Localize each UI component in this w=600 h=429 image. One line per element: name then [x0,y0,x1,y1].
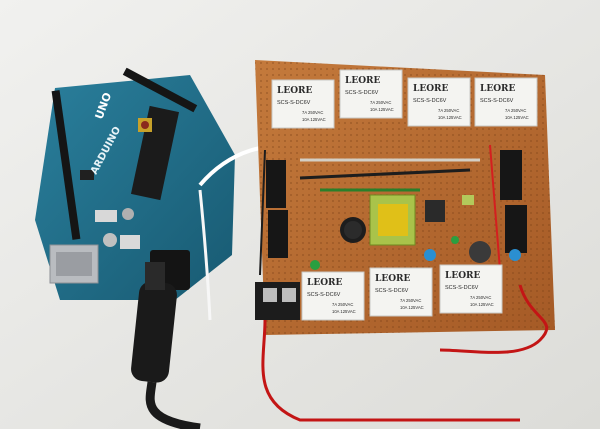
relay-model-label: SCS-S-DC6V [445,285,479,291]
relay-model-label: SCS-S-DC6V [307,292,341,298]
relay-brand-label: LEORE [307,278,343,288]
relay-model-label: SCS-S-DC6V [413,98,447,104]
relay-module: LEORE SCS-S-DC6V 7A 250VAC 10A 125VAC [474,77,538,127]
arduino-atmega-chip [130,105,180,201]
relay-model-label: SCS-S-DC6V [277,100,311,106]
relay-spec-label: 7A 250VAC [302,110,323,115]
red-wire [261,319,520,422]
driver-ic-2 [268,210,288,258]
relay-brand-label: LEORE [375,274,411,284]
relay-spec-label: 7A 250VAC [332,302,353,307]
relay-spec-label: 10A 125VAC [438,115,462,120]
relay-spec-label: 7A 250VAC [400,298,421,303]
relay-modules: LEORE SCS-S-DC6V 7A 250VAC 10A 125VAC LEORE S… [271,69,538,321]
relay-spec-label: 10A 125VAC [505,115,529,120]
relay-module: LEORE SCS-S-DC6V 7A 250VAC 10A 125VAC [301,271,365,321]
relay-model-label: SCS-S-DC6V [375,288,409,294]
power-cable [145,381,201,429]
relay-module: LEORE SCS-S-DC6V 7A 250VAC 10A 125VAC [369,267,433,317]
red-wire-2 [439,284,549,354]
relay-spec-label: 10A 125VAC [332,309,356,314]
relay-module: LEORE SCS-S-DC6V 7A 250VAC 10A 125VAC [439,264,503,314]
electrolytic-capacitor-2 [469,241,491,263]
arduino-board: UNO ARDUINO [35,67,235,300]
relay-module: LEORE SCS-S-DC6V 7A 250VAC 10A 125VAC [271,79,335,129]
screw-terminal [255,282,300,320]
arduino-digital-header [51,90,81,240]
driver-ic-4 [505,205,527,253]
relay-model-label: SCS-S-DC6V [345,90,379,96]
driver-ic-3 [500,150,522,200]
relay-spec-label: 7A 250VAC [438,108,459,113]
relay-spec-label: 10A 125VAC [470,302,494,307]
relay-brand-label: LEORE [445,271,481,281]
relay-spec-label: 10A 125VAC [400,305,424,310]
relay-spec-label: 10A 125VAC [370,107,394,112]
relay-model-label: SCS-S-DC6V [480,98,514,104]
dc-barrel-plug [131,262,201,429]
relay-brand-label: LEORE [413,84,449,94]
relay-brand-label: LEORE [277,86,313,96]
relay-spec-label: 7A 250VAC [470,295,491,300]
relay-spec-label: 7A 250VAC [505,108,526,113]
relay-spec-label: 7A 250VAC [370,100,391,105]
relay-spec-label: 10A 125VAC [302,117,326,122]
relay-brand-label: LEORE [345,76,381,86]
relay-module: LEORE SCS-S-DC6V 7A 250VAC 10A 125VAC [407,77,471,127]
relay-module: LEORE SCS-S-DC6V 7A 250VAC 10A 125VAC [339,69,403,119]
driver-ic-1 [266,160,286,208]
white-cable-2 [198,189,212,321]
arduino-top-header [122,67,198,113]
relay-brand-label: LEORE [480,84,516,94]
